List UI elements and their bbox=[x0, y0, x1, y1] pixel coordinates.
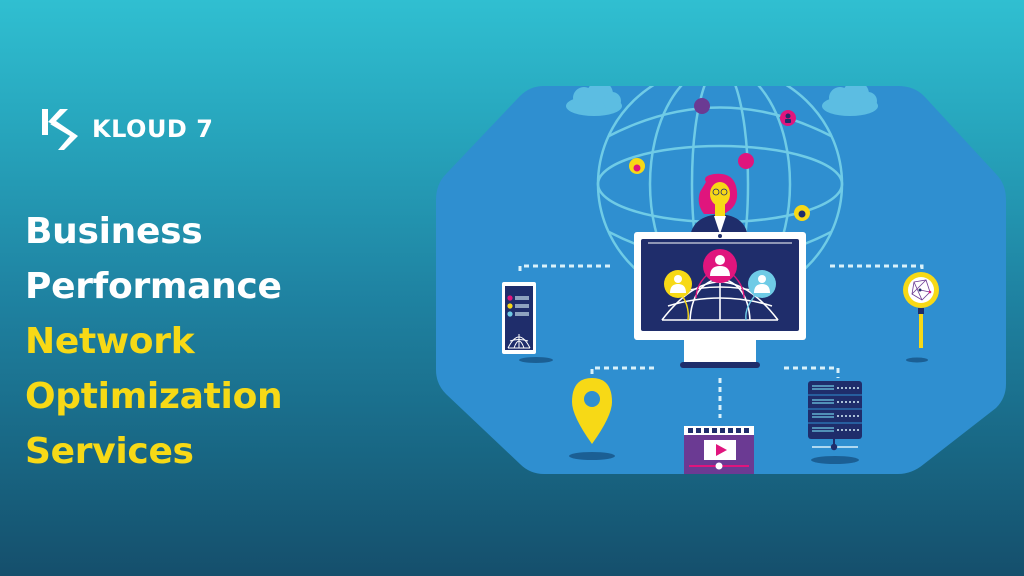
dotted-connectors bbox=[518, 264, 924, 418]
headline-line-4: Optimization bbox=[25, 376, 283, 417]
cloud-icon-left bbox=[566, 86, 622, 116]
network-illustration bbox=[436, 86, 1006, 474]
headline-line-1: Business bbox=[25, 211, 203, 252]
headline-line-2: Performance bbox=[25, 266, 282, 307]
brand-logo: KLOUD 7 bbox=[40, 106, 213, 152]
node-magenta bbox=[738, 153, 754, 169]
node-purple bbox=[694, 98, 710, 114]
mobile-phone-icon bbox=[502, 282, 553, 363]
headline-line-5: Services bbox=[25, 431, 194, 472]
magnifier-network-icon bbox=[903, 272, 939, 363]
k-arrow-logo-icon bbox=[42, 109, 78, 150]
location-pin-icon bbox=[569, 378, 615, 460]
headline: Business Performance Network Optimizatio… bbox=[25, 204, 283, 479]
brand-name: KLOUD 7 bbox=[92, 115, 214, 143]
headline-line-3: Network bbox=[25, 321, 195, 362]
monitor-with-users bbox=[634, 232, 806, 368]
server-rack-icon bbox=[808, 381, 862, 464]
cloud-icon-right bbox=[822, 86, 878, 116]
video-player-icon bbox=[684, 426, 754, 474]
